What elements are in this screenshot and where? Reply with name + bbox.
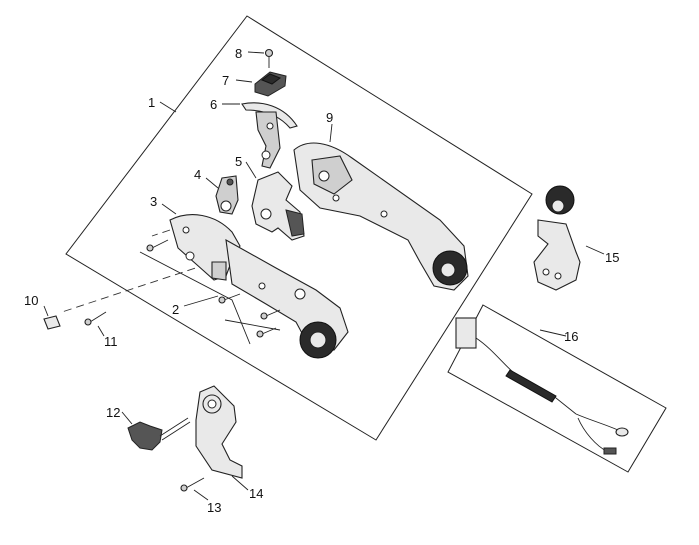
callout-6: 6 bbox=[210, 97, 217, 112]
part-8-screw bbox=[264, 48, 274, 68]
part-2-body bbox=[225, 238, 349, 359]
callout-8: 8 bbox=[235, 46, 242, 61]
callout-11: 11 bbox=[104, 334, 118, 349]
callout-7: 7 bbox=[222, 73, 229, 88]
part-12-knob bbox=[127, 417, 191, 451]
callout-4: 4 bbox=[194, 167, 201, 182]
harness-outline bbox=[447, 304, 667, 473]
part-15-bracket bbox=[533, 185, 581, 291]
part-7-nut-block bbox=[254, 71, 287, 97]
part-9-frame bbox=[293, 142, 469, 291]
leader-lines bbox=[43, 51, 605, 501]
callout-5: 5 bbox=[235, 154, 242, 169]
callout-9: 9 bbox=[326, 110, 333, 125]
callout-12: 12 bbox=[106, 405, 120, 420]
part-14-bracket bbox=[195, 385, 243, 479]
callout-3: 3 bbox=[150, 194, 157, 209]
part-4-link bbox=[215, 175, 239, 215]
callout-14: 14 bbox=[249, 486, 263, 501]
part-6-lever bbox=[241, 102, 298, 169]
part-16-harness bbox=[455, 317, 629, 455]
callout-1: 1 bbox=[148, 95, 155, 110]
part-11-screw bbox=[84, 311, 107, 326]
callout-16: 16 bbox=[564, 329, 578, 344]
assembly-outline bbox=[65, 15, 533, 441]
part-5-cam bbox=[251, 171, 305, 241]
callout-2: 2 bbox=[172, 302, 179, 317]
callout-13: 13 bbox=[207, 500, 221, 515]
part-13-screw bbox=[180, 477, 205, 492]
callout-labels: 1 2 3 4 5 6 7 8 9 10 11 12 13 14 15 16 bbox=[24, 46, 619, 515]
part-3-housing bbox=[169, 214, 241, 281]
assembly-screws bbox=[146, 239, 281, 338]
callout-10: 10 bbox=[24, 293, 38, 308]
part-10-pad bbox=[43, 315, 61, 330]
callout-15: 15 bbox=[605, 250, 619, 265]
